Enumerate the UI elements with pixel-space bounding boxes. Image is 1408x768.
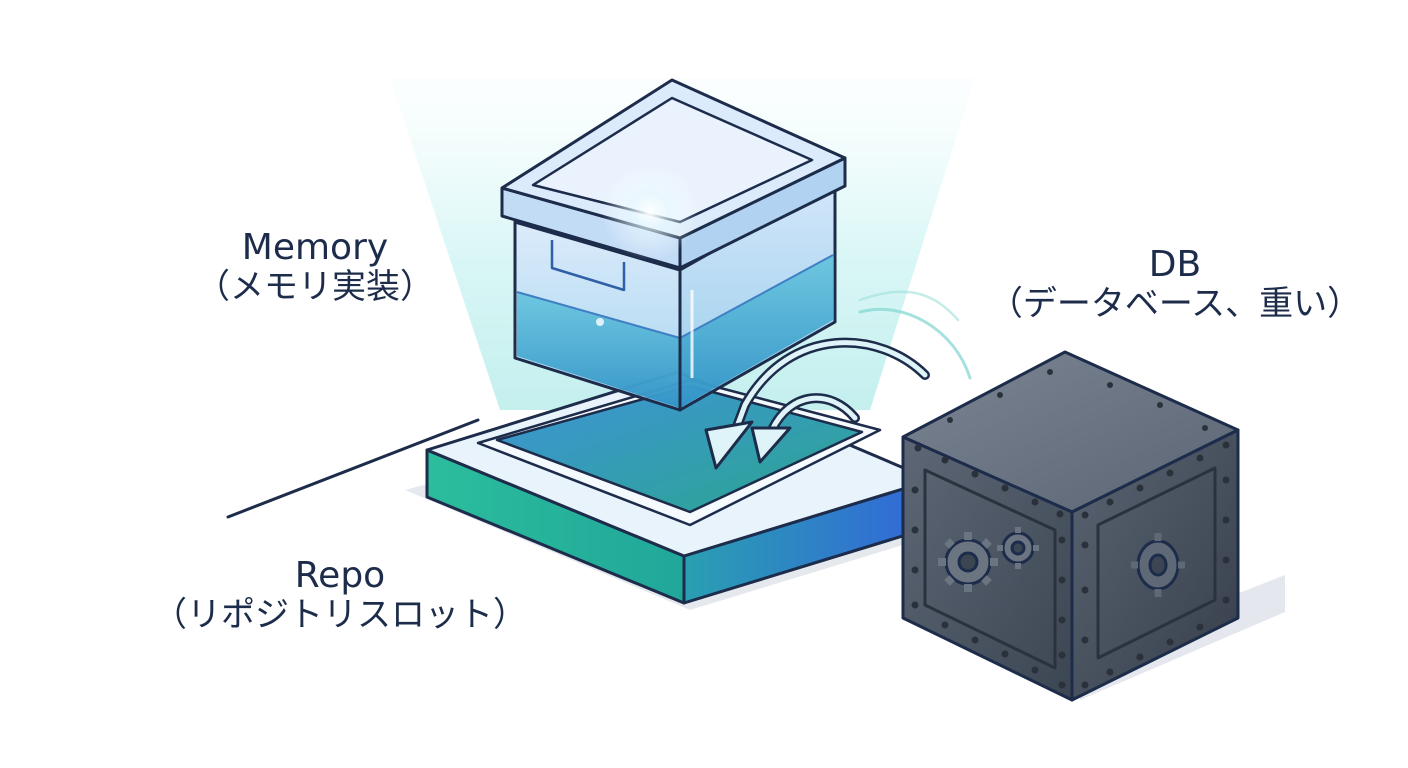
db-label-subtitle: （データベース、重い）: [988, 284, 1362, 325]
memory-water-left: [517, 292, 680, 408]
db-front-door: [923, 468, 1057, 670]
small-gear-icon: [997, 527, 1039, 569]
memory-water-right: [680, 255, 833, 408]
arrow-inner-head: [750, 426, 792, 464]
memory-label-title: Memory: [241, 227, 389, 268]
gear-icon: [938, 532, 998, 592]
repo-label-title: Repo: [294, 555, 386, 596]
repo-label-subtitle: （リポジトリスロット）: [153, 595, 527, 636]
memory-label: Memory （メモリ実装）: [150, 227, 480, 308]
repo-slot-well: [495, 384, 864, 514]
db-label-title: DB: [1148, 244, 1202, 285]
glow-sparkle: [602, 164, 698, 260]
db-side-door: [1096, 466, 1217, 660]
db-label: DB （データベース、重い）: [975, 244, 1375, 325]
repo-slot: [425, 370, 934, 605]
memory-label-subtitle: （メモリ実装）: [196, 267, 434, 308]
connector-line: [226, 418, 480, 519]
side-gear-icon: [1131, 533, 1185, 597]
db-rivets: [911, 369, 1230, 689]
arrow-outer-head: [704, 420, 754, 470]
transfer-arrows: [704, 290, 972, 470]
memory-box-handle: [550, 240, 626, 292]
memory-box: [500, 78, 847, 412]
repo-label: Repo （リポジトリスロット）: [120, 555, 560, 636]
